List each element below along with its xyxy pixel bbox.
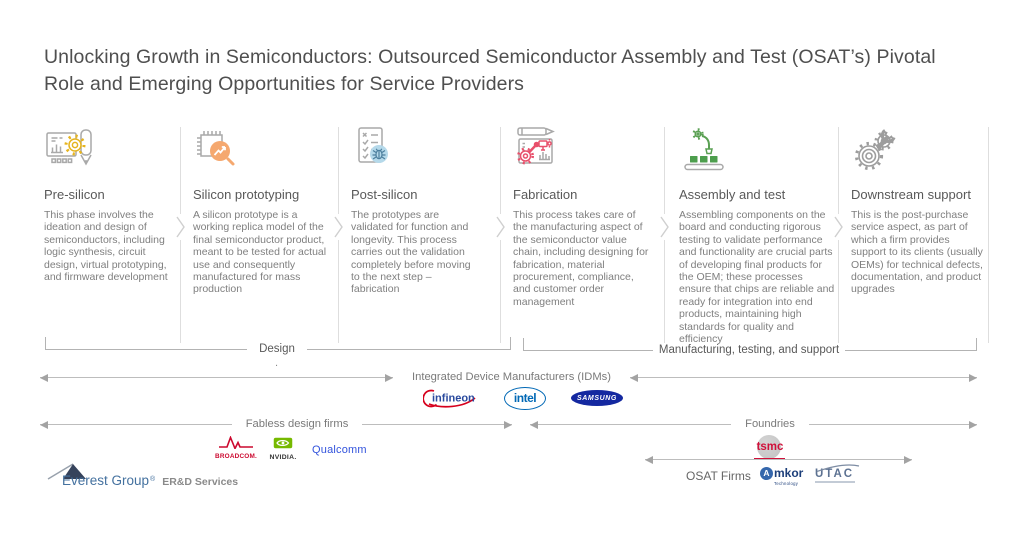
utac-tagline-bar: [815, 481, 855, 483]
stage-title: Pre-silicon: [44, 187, 105, 202]
intel-wordmark: intel: [513, 390, 537, 405]
stage-description: Assembling components on the board and c…: [679, 209, 835, 346]
utac-wordmark: UTAC: [815, 468, 855, 480]
qualcomm-logo: Qualcomm: [312, 444, 367, 456]
stage-description: The prototypes are validated for functio…: [351, 209, 471, 296]
registered-mark: ®: [150, 476, 156, 483]
stage-description: This process takes care of the manufactu…: [513, 209, 649, 308]
utac-logo: UTAC: [815, 464, 861, 483]
stage-downstream-support: Downstream support This is the post-purc…: [851, 126, 985, 296]
chevron-right-icon: [657, 214, 672, 240]
assembly-robot-icon: [679, 126, 835, 176]
amkor-a-icon: A: [760, 466, 773, 480]
stage-title: Fabrication: [513, 187, 578, 202]
broadcom-wordmark: BROADCOM.: [215, 453, 257, 460]
design-phase-label: Design: [45, 343, 509, 356]
tsmc-logo: tsmc: [753, 434, 787, 462]
column-divider: [988, 127, 989, 343]
chevron-right-icon: [493, 214, 508, 240]
nvidia-logo: NVIDIA.: [264, 436, 302, 461]
nvidia-wordmark: NVIDIA.: [269, 454, 297, 461]
stage-silicon-prototyping: Silicon prototyping A silicon prototype …: [193, 126, 333, 296]
utac-swoosh-icon: [816, 464, 860, 472]
idm-arrow-right: [630, 373, 977, 382]
samsung-wordmark: SAMSUNG: [577, 394, 617, 402]
chevron-right-icon: [831, 214, 846, 240]
broadcom-logo: BROADCOM.: [212, 435, 260, 460]
mountain-icon: [47, 463, 86, 480]
stage-fabrication: Fabrication This process takes care of t…: [513, 126, 653, 308]
infineon-logo: infineon: [422, 388, 479, 413]
amkor-logo: A mkor Technology: [760, 466, 803, 486]
page-title: Unlocking Growth in Semiconductors: Outs…: [44, 46, 936, 95]
fabrication-machine-icon: [513, 126, 653, 176]
amkor-wordmark: mkor: [774, 466, 804, 480]
intel-logo: intel: [504, 387, 546, 410]
fabless-label: Fabless design firms: [232, 417, 362, 431]
tsmc-wordmark: tsmc: [756, 441, 784, 453]
erd-services-label: ER&D Services: [162, 476, 239, 488]
stage-title: Assembly and test: [679, 187, 786, 202]
idm-label: Integrated Device Manufacturers (IDMs): [412, 371, 611, 383]
chevron-right-icon: [173, 214, 188, 240]
stage-title: Silicon prototyping: [193, 187, 300, 202]
stage-title: Post-silicon: [351, 187, 418, 202]
gears-wrench-icon: [851, 126, 985, 176]
infineon-wordmark: infineon: [432, 393, 475, 405]
manufacturing-phase-label: Manufacturing, testing, and support: [633, 344, 865, 357]
stage-assembly-and-test: Assembly and test Assembling components …: [679, 126, 835, 345]
stage-description: This is the post-purchase service aspect…: [851, 209, 983, 296]
stage-description: This phase involves the ideation and des…: [44, 209, 168, 284]
samsung-logo: SAMSUNG: [571, 390, 623, 406]
design-workstation-icon: [44, 126, 172, 176]
everest-group-brand: Everest Group ® ER&D Services: [46, 461, 276, 497]
stray-dot: .: [275, 357, 279, 369]
foundries-label: Foundries: [731, 417, 809, 431]
validation-checklist-icon: [351, 126, 481, 176]
tsmc-wafer-icon: [757, 435, 781, 459]
amkor-subtext: Technology: [774, 480, 799, 486]
chevron-right-icon: [331, 214, 346, 240]
stage-title: Downstream support: [851, 187, 971, 202]
stage-post-silicon: Post-silicon The prototypes are validate…: [351, 126, 481, 296]
osat-arrow: [645, 455, 912, 464]
stage-description: A silicon prototype is a working replica…: [193, 209, 327, 296]
chip-prototype-icon: [193, 126, 333, 176]
osat-label: OSAT Firms: [686, 469, 751, 483]
everest-group-wordmark: Everest Group: [62, 473, 150, 488]
idm-arrow-left: [40, 373, 393, 382]
stage-pre-silicon: Pre-silicon This phase involves the idea…: [44, 126, 172, 283]
